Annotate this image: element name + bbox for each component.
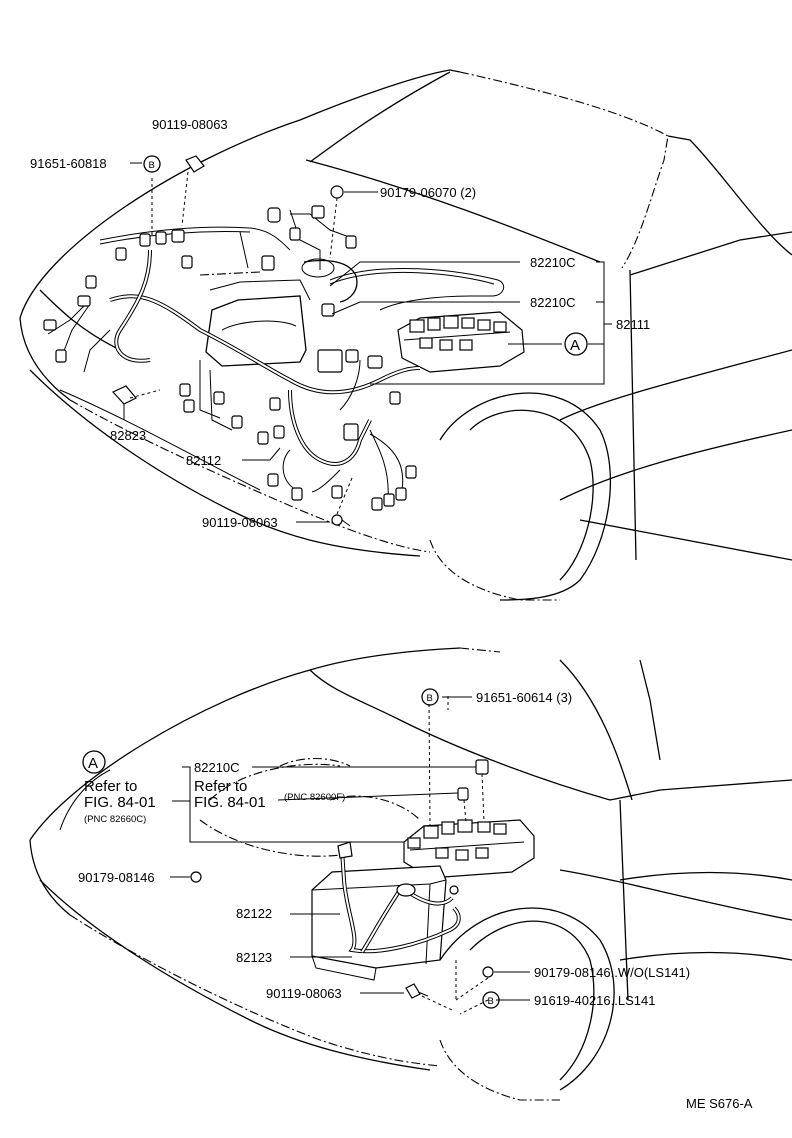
refer-1-line1: Refer to (84, 778, 137, 795)
marker-b-top: B (149, 160, 155, 171)
label-nut-bottom: 90179-08146 (78, 870, 155, 885)
label-nut-wo: 90179-08146..W/O(LS141) (534, 965, 690, 980)
label-bolt-bottom-top: 90119-08063 (202, 515, 278, 530)
label-resistor: 82823 (110, 428, 146, 443)
marker-b-circle-ls (482, 991, 500, 1009)
top-engine-parts (112, 258, 525, 405)
bottom-relay-block (403, 759, 535, 879)
marker-a-circle-bottom (82, 750, 106, 774)
marker-a-bottom: A (88, 755, 98, 772)
bottom-leaders (170, 696, 530, 1015)
label-relay-block-2: 82210C (530, 295, 576, 310)
top-labels: 90119-08063 91651-60818 B 90179-06070 (2… (30, 117, 650, 530)
marker-b-circle-top (143, 155, 161, 173)
bottom-battery (311, 841, 461, 981)
figure-code: ME S676-A (686, 1096, 753, 1111)
refer-2-line1: Refer to (194, 778, 247, 795)
bottom-labels: B 91651-60614 (3) A Refer to FIG. 84-01 … (78, 688, 690, 1009)
bottom-car-body (29, 647, 792, 1101)
label-engine-wire: 82111 (616, 317, 650, 332)
marker-a-top: A (570, 337, 580, 354)
label-screw-b-top: 91651-60818 (30, 156, 107, 171)
marker-b-bottom: B (427, 693, 433, 704)
label-screw-ls: 91619-40216..LS141 (534, 993, 655, 1008)
refer-1-line2: FIG. 84-01 (84, 794, 156, 811)
marker-a-circle-top (564, 332, 588, 356)
label-nut-top: 90179-06070 (2) (380, 185, 476, 200)
top-hardware (185, 155, 351, 527)
refer-1-pnc: (PNC 82660C) (84, 814, 146, 825)
top-harness (43, 205, 505, 511)
label-bolt-top: 90119-08063 (152, 117, 228, 132)
bottom-hardware (190, 871, 494, 999)
marker-b-ls: B (488, 996, 494, 1007)
label-relay-block-1: 82210C (530, 255, 576, 270)
label-relay-block-bottom: 82210C (194, 760, 240, 775)
label-harness: 82112 (186, 453, 221, 468)
top-car-body (19, 69, 792, 601)
top-relay-block (397, 311, 525, 373)
label-screw-b-bottom: 91651-60614 (3) (476, 690, 572, 705)
label-battery-cable-1: 82122 (236, 906, 272, 921)
refer-2-pnc: (PNC 82600F) (284, 792, 345, 803)
label-bolt-bottom: 90119-08063 (266, 986, 342, 1001)
top-leaders (123, 162, 612, 523)
marker-b-circle-bottom (421, 688, 439, 706)
label-battery-cable-2: 82123 (236, 950, 272, 965)
refer-2-line2: FIG. 84-01 (194, 794, 266, 811)
